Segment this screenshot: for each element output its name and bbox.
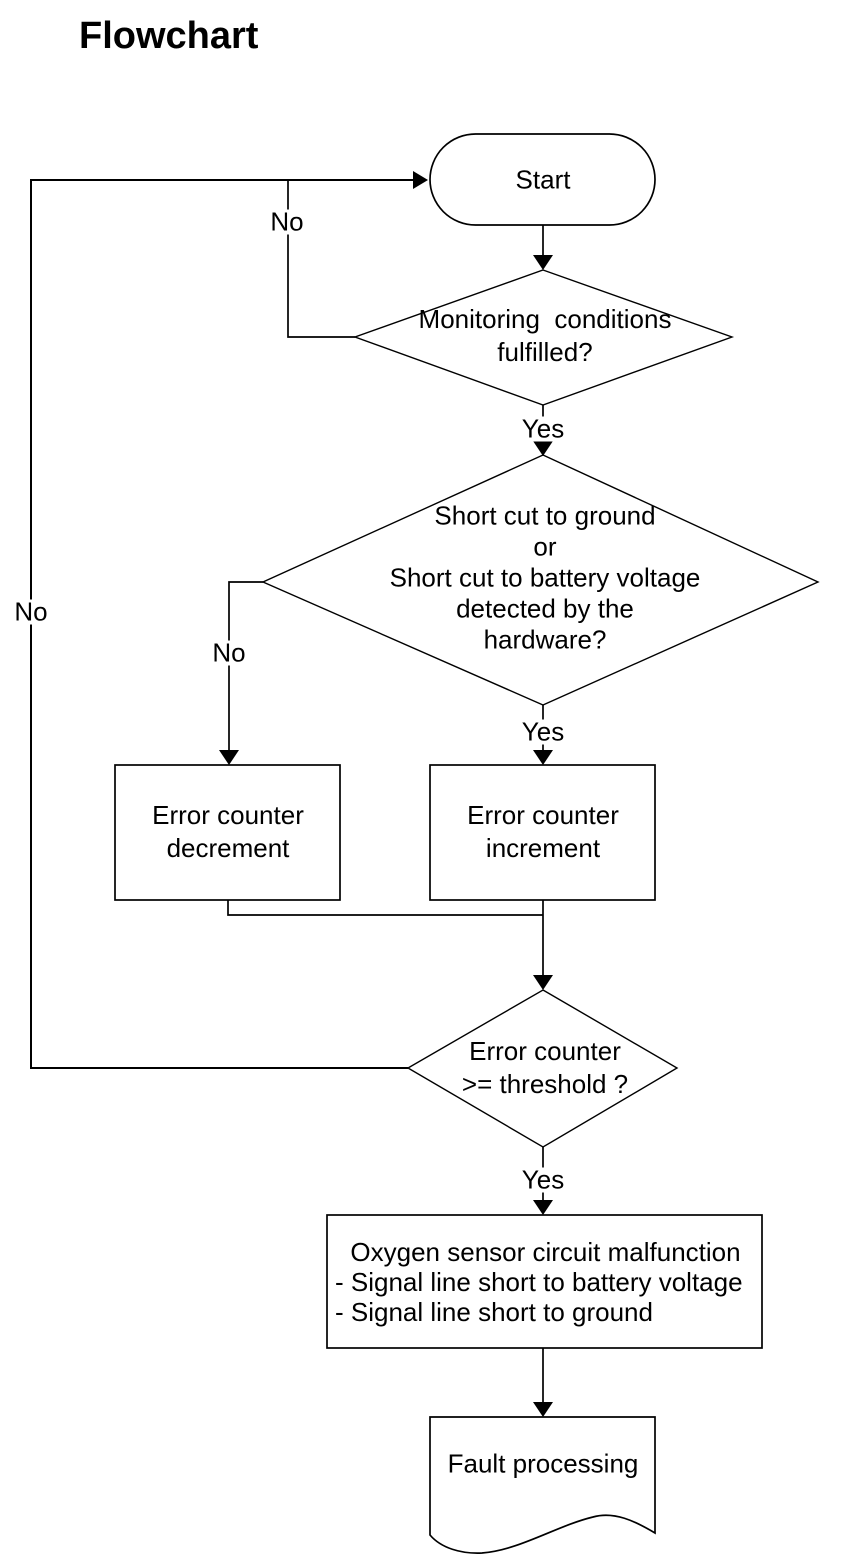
shortcut-no-label: No xyxy=(209,640,249,666)
arrowhead-into-monitoring xyxy=(533,255,553,270)
monitoring-decision-shape xyxy=(352,269,735,406)
edge-shortcut-no xyxy=(228,581,263,752)
arrowhead-into-shortcut xyxy=(533,441,553,456)
malfunction-process-label: Oxygen sensor circuit malfunction - Sign… xyxy=(327,1215,762,1348)
error-increment-label: Error counter increment xyxy=(467,800,619,863)
malfunction-item-ground: - Signal line short to ground xyxy=(335,1297,653,1327)
edge-threshold-no-loop xyxy=(30,179,414,1069)
malfunction-process-shape xyxy=(326,1214,763,1349)
arrowhead-into-start xyxy=(413,171,428,189)
arrowhead-into-threshold xyxy=(533,975,553,990)
error-decrement-label: Error counter decrement xyxy=(152,800,304,863)
start-terminator-shape xyxy=(429,133,656,226)
fault-processing-document-shape xyxy=(429,1416,656,1554)
arrowhead-into-fault xyxy=(533,1402,553,1417)
threshold-decision-label: Error counter >= threshold ? xyxy=(461,1036,629,1099)
threshold-yes-label: Yes xyxy=(518,1167,568,1193)
error-increment-shape xyxy=(429,764,656,901)
threshold-decision-shape xyxy=(406,989,679,1148)
monitoring-yes-label: Yes xyxy=(518,416,568,442)
edge-monitoring-no xyxy=(287,181,355,338)
arrowhead-into-malfunction xyxy=(533,1200,553,1215)
start-label: Start xyxy=(515,164,571,195)
malfunction-title: Oxygen sensor circuit malfunction xyxy=(350,1237,741,1267)
threshold-no-label: No xyxy=(11,599,51,625)
malfunction-item-battery: - Signal line short to battery voltage xyxy=(335,1267,743,1297)
shortcut-decision-label: Short cut to ground or Short cut to batt… xyxy=(389,500,701,655)
monitoring-no-label: No xyxy=(267,209,307,235)
edge-decrement-merge xyxy=(227,900,543,916)
error-decrement-shape xyxy=(114,764,341,901)
fault-processing-label: Fault processing xyxy=(447,1448,639,1479)
shortcut-yes-label: Yes xyxy=(518,719,568,745)
monitoring-decision-label: Monitoring conditions fulfilled? xyxy=(418,304,672,367)
arrowhead-into-increment xyxy=(533,750,553,765)
page-title: Flowchart xyxy=(79,15,259,57)
arrowhead-into-decrement xyxy=(219,750,239,765)
shortcut-decision-shape xyxy=(261,454,820,706)
